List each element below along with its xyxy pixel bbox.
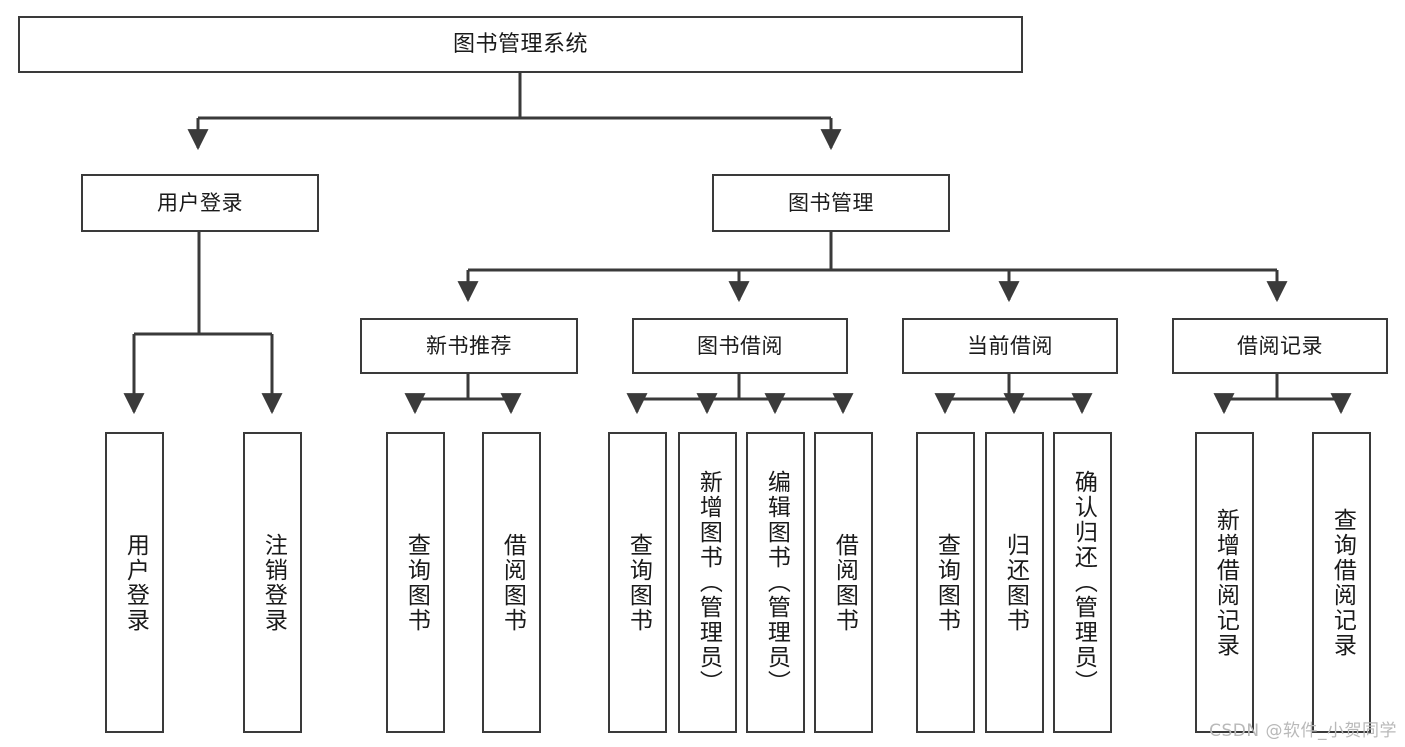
node-leaf-query-record[interactable]: 查询借阅记录 [1312,432,1371,733]
node-leaf-user-logout-label: 注销登录 [260,532,287,633]
node-root[interactable]: 图书管理系统 [18,16,1023,73]
node-leaf-query-book-1-label: 查询图书 [403,532,430,633]
node-leaf-edit-book-label: 编辑图书（管理员） [763,470,790,695]
node-current-borrow-label: 当前借阅 [967,333,1053,358]
node-leaf-return-book[interactable]: 归还图书 [985,432,1044,733]
node-book-borrow-label: 图书借阅 [697,333,783,358]
node-leaf-borrow-book-2-label: 借阅图书 [831,532,858,633]
node-leaf-query-book-2[interactable]: 查询图书 [608,432,667,733]
node-book-manage[interactable]: 图书管理 [712,174,950,232]
node-leaf-return-book-label: 归还图书 [1002,532,1029,633]
node-leaf-query-book-3[interactable]: 查询图书 [916,432,975,733]
node-leaf-add-record-label: 新增借阅记录 [1212,507,1239,658]
node-user-login-label: 用户登录 [157,190,243,215]
node-borrow-record[interactable]: 借阅记录 [1172,318,1388,374]
node-book-borrow[interactable]: 图书借阅 [632,318,848,374]
node-leaf-user-login[interactable]: 用户登录 [105,432,164,733]
node-root-label: 图书管理系统 [452,31,588,57]
node-leaf-confirm-return[interactable]: 确认归还（管理员） [1053,432,1112,733]
node-leaf-add-book[interactable]: 新增图书（管理员） [678,432,737,733]
node-leaf-borrow-book-1-label: 借阅图书 [499,532,526,633]
node-book-manage-label: 图书管理 [788,190,874,215]
node-leaf-user-logout[interactable]: 注销登录 [243,432,302,733]
node-leaf-query-record-label: 查询借阅记录 [1329,507,1356,658]
node-leaf-edit-book[interactable]: 编辑图书（管理员） [746,432,805,733]
node-borrow-record-label: 借阅记录 [1237,333,1323,358]
node-leaf-user-login-label: 用户登录 [122,532,149,633]
node-leaf-borrow-book-2[interactable]: 借阅图书 [814,432,873,733]
node-current-borrow[interactable]: 当前借阅 [902,318,1118,374]
node-leaf-query-book-2-label: 查询图书 [625,532,652,633]
node-user-login[interactable]: 用户登录 [81,174,319,232]
node-leaf-add-record[interactable]: 新增借阅记录 [1195,432,1254,733]
node-new-book-recommend-label: 新书推荐 [426,333,512,358]
node-leaf-add-book-label: 新增图书（管理员） [695,470,722,695]
node-leaf-query-book-1[interactable]: 查询图书 [386,432,445,733]
node-leaf-query-book-3-label: 查询图书 [933,532,960,633]
node-leaf-borrow-book-1[interactable]: 借阅图书 [482,432,541,733]
node-leaf-confirm-return-label: 确认归还（管理员） [1070,470,1097,695]
node-new-book-recommend[interactable]: 新书推荐 [360,318,578,374]
